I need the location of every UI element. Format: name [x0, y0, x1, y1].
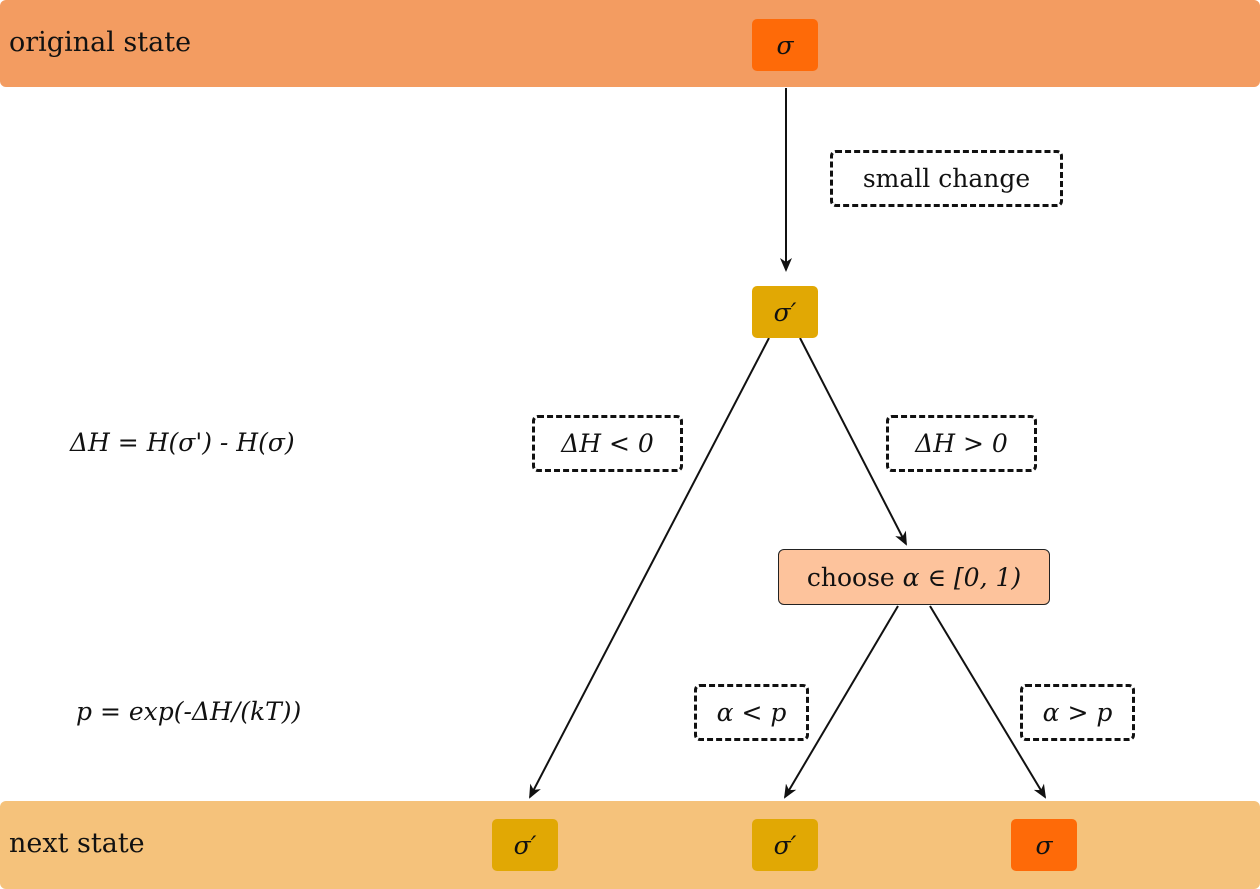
node-next-sigma-prime-left: σ′ — [492, 819, 558, 871]
label-alpha-less-p: α < p — [694, 684, 809, 741]
arrow-choose-to-accept — [783, 605, 899, 799]
label-small-change: small change — [830, 150, 1063, 207]
node-next-sigma-prime-middle: σ′ — [752, 819, 818, 871]
formula-probability: p = exp(-ΔH/(kT)) — [76, 697, 302, 726]
label-delta-h-negative: ΔH < 0 — [532, 415, 683, 472]
arrow-proposal-to-choose — [799, 337, 907, 546]
arrow-proposal-to-accept — [529, 337, 770, 799]
original-state-label: original state — [9, 27, 192, 58]
formula-delta-h: ΔH = H(σ') - H(σ) — [70, 428, 295, 457]
label-delta-h-positive: ΔH > 0 — [886, 415, 1037, 472]
arrow-choose-to-reject — [929, 605, 1047, 799]
decision-prefix: choose — [806, 562, 903, 592]
next-state-label: next state — [9, 828, 145, 859]
node-proposed-sigma-prime: σ′ — [752, 286, 818, 338]
node-next-sigma-right: σ — [1011, 819, 1077, 871]
original-state-band — [0, 0, 1260, 87]
decision-node: choose α ∈ [0, 1) — [778, 549, 1050, 605]
decision-expr: α ∈ [0, 1) — [902, 562, 1022, 592]
node-original-sigma: σ — [752, 19, 818, 71]
label-alpha-greater-p: α > p — [1020, 684, 1135, 741]
